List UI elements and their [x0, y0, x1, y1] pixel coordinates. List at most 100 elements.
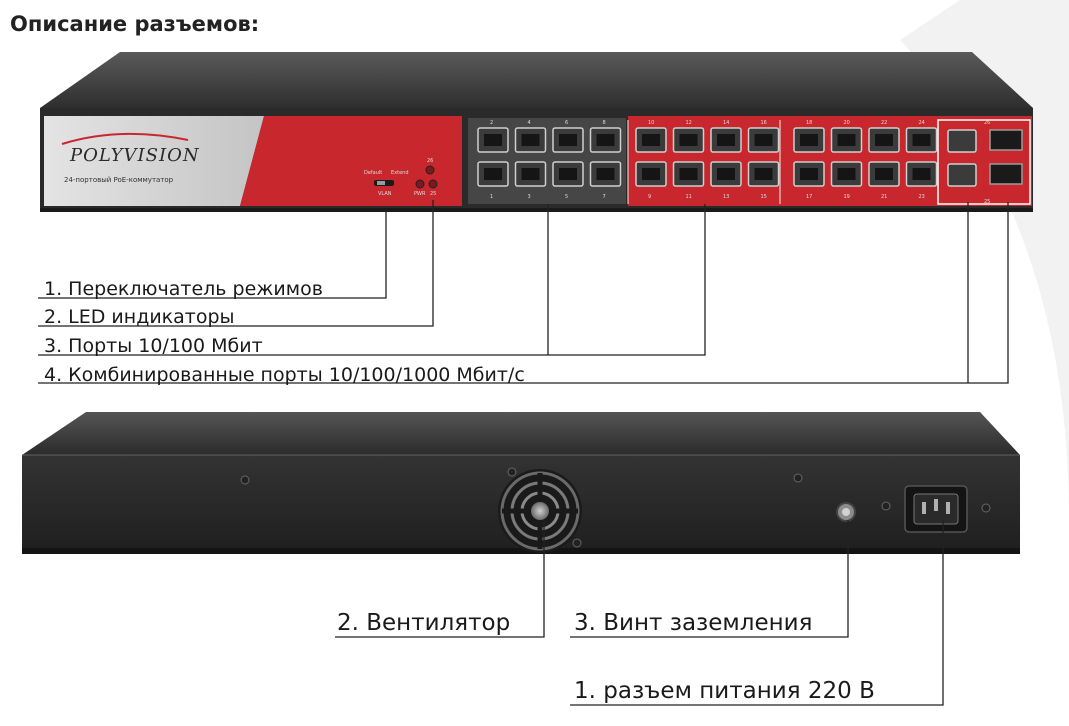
screw-icon — [793, 473, 803, 483]
rj45-port-socket — [642, 168, 660, 180]
leader-led — [38, 200, 434, 327]
rj45-port-socket — [484, 134, 502, 146]
port-number-bottom: 17 — [806, 194, 812, 200]
rj45-port-socket — [484, 168, 502, 180]
rj45-port-socket — [717, 168, 735, 180]
port-number-top: 22 — [881, 120, 887, 126]
rj45-port-socket — [754, 168, 773, 180]
port-number-bottom: 5 — [565, 194, 568, 200]
switch-subtitle: 24-портовый PoE-коммутатор — [64, 176, 174, 184]
screw-icon — [881, 501, 891, 511]
mode-switch[interactable]: Default Extend VLAN — [364, 170, 409, 197]
screw-icon — [572, 538, 582, 548]
logo-swoosh — [61, 132, 189, 145]
combo-label-25: 25 — [984, 199, 990, 205]
port-number-top: 10 — [648, 120, 654, 126]
switch-label-vlan: VLAN — [378, 191, 392, 197]
led-label-26: 26 — [427, 158, 433, 164]
port-number-bottom: 13 — [723, 194, 729, 200]
logo-panel — [44, 116, 264, 206]
callout-combo-ports: 4. Комбинированные порты 10/100/1000 Мби… — [44, 364, 525, 386]
switch-label-extend: Extend — [391, 170, 409, 176]
rj45-port-socket — [642, 134, 660, 146]
port-number-bottom: 23 — [919, 194, 925, 200]
port-number-top: 2 — [490, 120, 493, 126]
rj45-port-socket — [912, 134, 931, 146]
callout-mode-switch: 1. Переключатель режимов — [44, 278, 323, 300]
port-number-bottom: 9 — [648, 194, 651, 200]
leader-ground — [570, 520, 849, 638]
leader-fan — [335, 520, 545, 638]
led-26 — [425, 165, 435, 175]
rj45-port-socket — [717, 134, 735, 146]
rj45-port-socket — [912, 168, 931, 180]
port-number-bottom: 1 — [490, 194, 493, 200]
front-chassis-bottom — [40, 208, 1033, 212]
power-socket-icon — [904, 485, 968, 533]
led-pwr — [415, 179, 425, 189]
leader-mode-switch — [38, 210, 387, 299]
callout-ports-100: 3. Порты 10/100 Мбит — [44, 335, 263, 357]
switch-knob — [377, 181, 385, 185]
port-number-bottom: 21 — [881, 194, 887, 200]
rj45-port-socket — [521, 168, 540, 180]
screw-icon — [240, 475, 250, 485]
led-25 — [428, 179, 438, 189]
led-label-25: 25 — [430, 191, 436, 197]
port-number-bottom: 11 — [686, 194, 692, 200]
switch-label-default: Default — [364, 170, 382, 176]
leader-ports — [38, 204, 706, 356]
sfp-port — [989, 163, 1023, 185]
rj45-port-socket — [800, 168, 818, 180]
rj45-port-socket — [679, 134, 698, 146]
rj45-port-socket — [875, 168, 893, 180]
callout-fan: 2. Вентилятор — [337, 610, 510, 636]
rj45-port-socket — [800, 134, 818, 146]
rj45-port — [947, 163, 977, 187]
port-number-top: 24 — [919, 120, 925, 126]
combo-block — [937, 119, 1031, 205]
combo-label-26: 26 — [984, 120, 990, 126]
port-number-bottom: 3 — [528, 194, 531, 200]
port-number-top: 20 — [844, 120, 850, 126]
page-title: Описание разъемов: — [10, 12, 260, 36]
callout-ground-screw: 3. Винт заземления — [574, 610, 812, 636]
rj45-port-socket — [596, 134, 615, 146]
rear-chassis-bottom — [22, 548, 1020, 554]
rj45-port — [947, 129, 977, 153]
screw-icon — [507, 467, 517, 477]
port-number-top: 14 — [723, 120, 729, 126]
rj45-port-socket — [679, 168, 698, 180]
ground-screw-icon — [836, 502, 856, 522]
rear-panel — [22, 412, 1020, 554]
front-chassis-top — [40, 52, 1033, 108]
fan-icon — [498, 469, 582, 553]
rear-callout-lines — [335, 520, 944, 706]
callout-led-indicators: 2. LED индикаторы — [44, 306, 235, 328]
combo-ports — [947, 129, 1023, 187]
port-number-top: 12 — [686, 120, 692, 126]
front-panel: POLYVISION 24-портовый PoE-коммутатор De… — [40, 52, 1033, 212]
port-number-bottom: 15 — [761, 194, 767, 200]
brand-logo: POLYVISION — [69, 145, 200, 166]
screw-icon — [981, 503, 991, 513]
port-number-top: 6 — [565, 120, 568, 126]
callout-power-socket: 1. разъем питания 220 В — [574, 678, 875, 704]
port-number-top: 18 — [806, 120, 812, 126]
sfp-port — [989, 129, 1023, 151]
port-number-bottom: 19 — [844, 194, 850, 200]
rj45-port-socket — [521, 134, 540, 146]
port-number-bottom: 7 — [603, 194, 606, 200]
rj45-port-socket — [596, 168, 615, 180]
rear-chassis-top — [22, 412, 1020, 455]
front-callout-lines — [38, 200, 1009, 384]
led-indicators: 26 PWR 25 — [414, 158, 438, 197]
rj45-port-socket — [837, 168, 856, 180]
rj45-ports — [477, 120, 938, 204]
port-number-top: 8 — [603, 120, 606, 126]
red-stripe — [240, 116, 462, 206]
rj45-port-socket — [754, 134, 773, 146]
led-label-pwr: PWR — [414, 191, 426, 197]
rj45-port-socket — [875, 134, 893, 146]
rj45-port-socket — [559, 134, 577, 146]
